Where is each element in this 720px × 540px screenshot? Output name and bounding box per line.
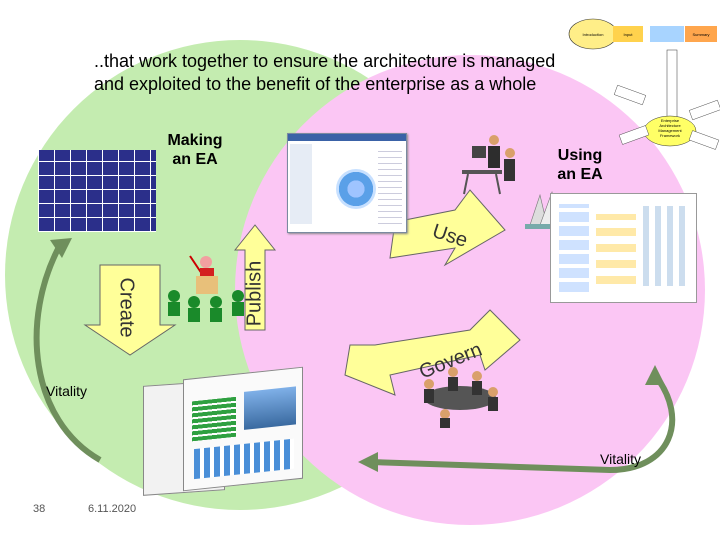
mini-box-input: Input bbox=[623, 32, 633, 37]
govern-arrow-shape bbox=[344, 309, 521, 396]
publish-arrow-shape bbox=[233, 224, 277, 331]
making-ea-label: Making an EA bbox=[167, 132, 223, 168]
create-arrow-shape bbox=[83, 264, 177, 356]
page-number: 38 bbox=[33, 503, 46, 515]
vitality-arrow-left bbox=[33, 243, 102, 463]
architecture-matrix-thumbnail bbox=[38, 150, 156, 232]
vitality-arrowhead-left bbox=[50, 238, 72, 258]
slide-date: 6.11.2020 bbox=[88, 503, 137, 515]
vitality-arrowhead-right bbox=[358, 452, 378, 472]
process-flow-diagram bbox=[550, 193, 697, 303]
using-ea-label: Using an EA bbox=[557, 147, 603, 183]
publish-arrow-label: Publish bbox=[243, 260, 266, 327]
mini-box-summary: Summary bbox=[692, 32, 710, 37]
presenter-illustration bbox=[168, 255, 244, 322]
vitality-label-left: Vitality bbox=[46, 383, 87, 399]
meeting-table-illustration bbox=[424, 367, 498, 428]
mini-center-label: Enterprise Architecture Management Frame… bbox=[658, 118, 682, 138]
people-at-computers-illustration bbox=[462, 135, 515, 195]
vitality-arrow-right bbox=[369, 373, 676, 474]
use-arrow-shape bbox=[389, 189, 506, 267]
create-arrow-label: Create bbox=[115, 277, 138, 338]
ea-website-thumbnail bbox=[287, 133, 407, 233]
ea-binders bbox=[143, 366, 303, 496]
mini-box-introduction: Introduction bbox=[582, 32, 604, 37]
vitality-arrowhead-top bbox=[645, 365, 665, 385]
vitality-label-right: Vitality bbox=[600, 451, 641, 467]
mini-process-diagram bbox=[568, 18, 720, 150]
slide-heading: ..that work together to ensure the archi… bbox=[94, 51, 556, 94]
